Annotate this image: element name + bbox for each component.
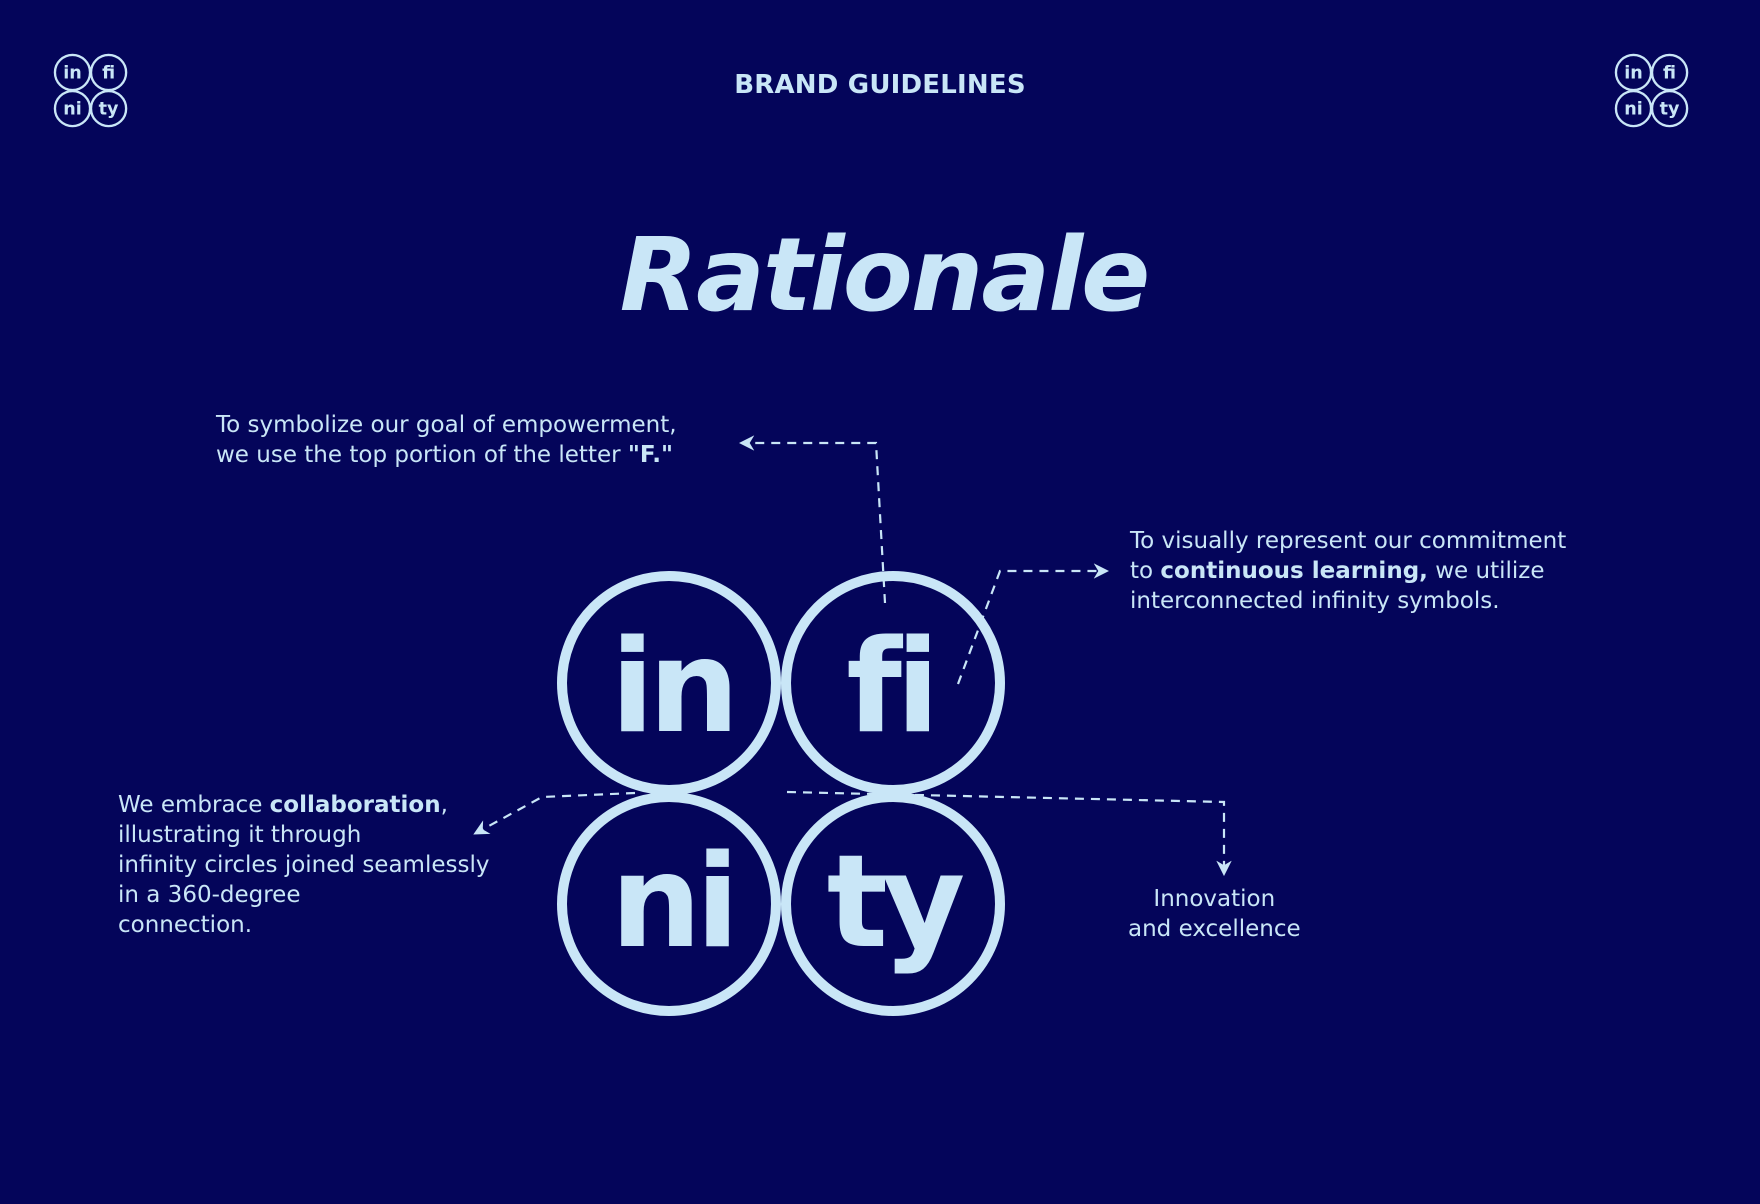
- infinity-logo-icon: in fi ni ty: [1614, 53, 1689, 128]
- svg-text:fi: fi: [102, 63, 115, 83]
- infinity-logo-icon: in fi ni ty: [53, 53, 128, 128]
- annotation-innovation: Innovation and excellence: [1128, 884, 1301, 944]
- annotation-text: Innovation: [1153, 886, 1276, 912]
- connector-collaboration: [473, 791, 636, 835]
- connector-empowerment: [738, 435, 887, 604]
- syllable-in: in: [611, 613, 734, 762]
- annotation-text: interconnected infinity symbols.: [1130, 588, 1500, 614]
- infinity-circles: [557, 571, 1005, 1016]
- annotation-text: connection.: [118, 912, 253, 938]
- svg-text:ni: ni: [63, 99, 82, 119]
- annotation-text: in a 360-degree: [118, 882, 301, 908]
- svg-text:in: in: [63, 63, 82, 83]
- svg-text:ty: ty: [99, 99, 119, 119]
- annotation-text: to continuous learning, we utilize: [1130, 558, 1545, 584]
- syllable-ty: ty: [827, 828, 964, 977]
- annotation-learning: To visually represent our commitment to …: [1130, 526, 1566, 616]
- annotation-text: infinity circles joined seamlessly: [118, 852, 490, 878]
- annotation-empowerment: To symbolize our goal of empowerment, we…: [216, 410, 677, 470]
- brand-logo-right: in fi ni ty: [1614, 53, 1692, 131]
- emphasis-text: continuous learning,: [1160, 558, 1428, 584]
- syllable-ni: ni: [611, 828, 734, 977]
- brand-logo-left: in fi ni ty: [53, 53, 131, 131]
- annotation-text: To visually represent our commitment: [1130, 528, 1567, 554]
- svg-text:ty: ty: [1660, 99, 1680, 119]
- svg-text:ni: ni: [1624, 99, 1643, 119]
- emphasis-text: collaboration: [269, 792, 441, 818]
- circle-ty: [781, 792, 1005, 1016]
- annotation-text: and excellence: [1128, 916, 1301, 942]
- connector-innovation: [786, 790, 1232, 877]
- circle-ni: [557, 792, 781, 1016]
- annotation-text: To symbolize our goal of empowerment,: [216, 412, 677, 438]
- annotation-text: illustrating it through: [118, 822, 362, 848]
- annotation-collaboration: We embrace collaboration, illustrating i…: [118, 790, 489, 940]
- svg-text:fi: fi: [1663, 63, 1676, 83]
- header-title: BRAND GUIDELINES: [734, 70, 1026, 100]
- annotation-text: We embrace collaboration,: [118, 792, 448, 818]
- syllable-fi: fi: [846, 613, 934, 762]
- emphasis-text: "F.": [627, 442, 673, 468]
- page-title: Rationale: [619, 216, 1151, 335]
- circle-fi: [781, 571, 1005, 795]
- circle-in: [557, 571, 781, 795]
- connector-learning: [956, 563, 1110, 685]
- annotation-text: we use the top portion of the letter "F.…: [216, 442, 673, 468]
- svg-text:in: in: [1624, 63, 1643, 83]
